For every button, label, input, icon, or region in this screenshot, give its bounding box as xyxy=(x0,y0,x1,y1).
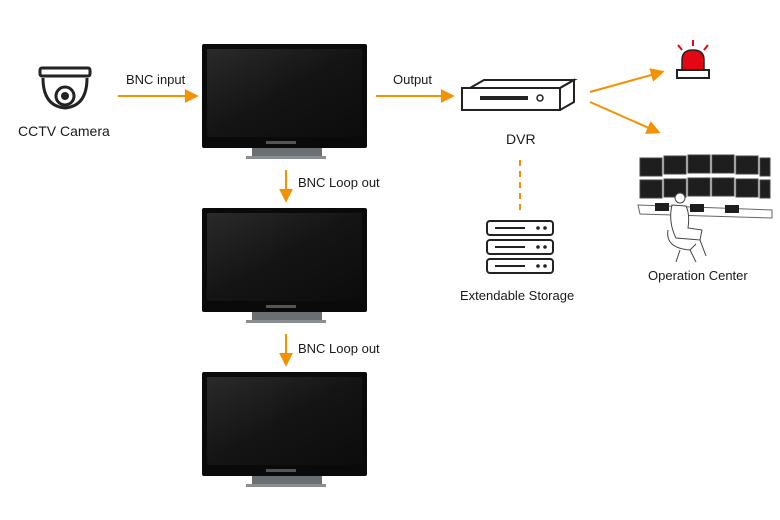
storage-label: Extendable Storage xyxy=(460,288,575,303)
control-room-icon xyxy=(637,154,773,263)
output-label: Output xyxy=(393,72,433,87)
bnc-input-label: BNC input xyxy=(126,72,186,87)
camera-label: CCTV Camera xyxy=(18,123,110,139)
monitor-icon xyxy=(202,44,367,159)
loop-out-label-1: BNC Loop out xyxy=(298,175,380,190)
operation-center-label: Operation Center xyxy=(648,268,748,283)
monitor-icon xyxy=(202,372,367,487)
dome-camera-icon xyxy=(38,66,92,110)
monitor-icon xyxy=(202,208,367,323)
storage-server-icon xyxy=(486,220,554,274)
alarm-light-icon xyxy=(676,40,710,79)
dvr-label: DVR xyxy=(506,131,536,147)
dvr-to-alarm-arrow xyxy=(589,68,665,93)
loop-out-label-2: BNC Loop out xyxy=(298,341,380,356)
dvr-icon xyxy=(461,78,578,111)
dvr-to-operation-center-arrow xyxy=(589,101,661,134)
